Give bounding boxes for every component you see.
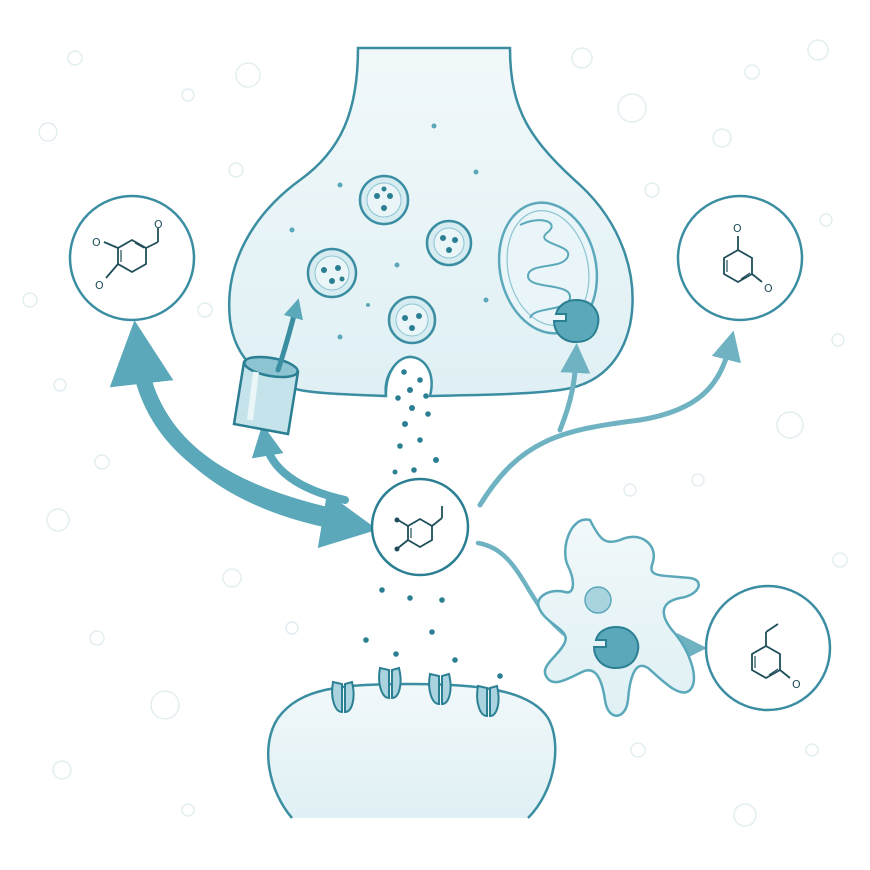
enzyme-icon [552,298,600,344]
atom-label: O [792,678,801,691]
terminal-particles [289,123,489,340]
synaptic-vesicle-icon [358,174,410,226]
bottom-right-molecule-circle: O [704,584,832,712]
reaction-arrow-icon [477,330,741,508]
postsynaptic-receptor-icon [331,680,355,714]
reaction-arrow-icon [133,363,378,549]
atom-label: O [764,282,773,295]
atom-label: O [92,236,101,249]
postsynaptic-receptor-icon [378,666,402,700]
synaptic-vesicle-icon [425,219,473,267]
transporter-channel-icon [232,298,304,436]
reaction-arrow-icon [251,424,349,504]
postsynaptic-receptor-icon [428,672,452,706]
top-right-molecule-circle: O O [676,194,804,322]
reaction-arrow-icon [557,343,591,433]
postsynaptic-terminal [266,682,557,819]
atom-label: O [733,222,742,235]
synaptic-vesicle-icon [387,295,437,345]
synaptic-vesicles [306,174,473,345]
postsynaptic-receptors [331,666,500,718]
atom-label: O [95,279,104,292]
top-left-molecule-circle: O O O [68,194,196,322]
synaptic-vesicle-icon [306,247,358,299]
enzyme-icon [592,625,640,670]
glial-cell-icon [537,518,700,717]
postsynaptic-receptor-icon [476,684,500,718]
center-molecule-circle [370,477,470,577]
released-neurotransmitters [363,369,503,679]
atom-label: O [154,218,163,231]
release-site [384,355,433,397]
background-bubbles [22,39,848,827]
